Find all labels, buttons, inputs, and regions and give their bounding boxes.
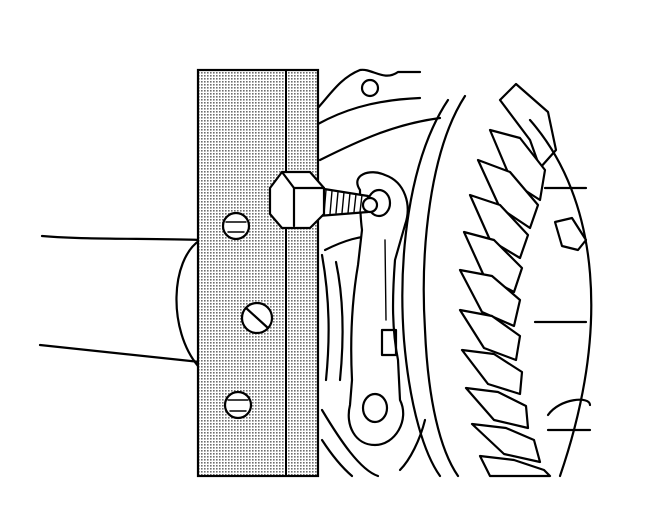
ring-gear: [458, 82, 593, 478]
tool-plate: [196, 68, 320, 478]
plate-plug-top: [221, 211, 251, 241]
plate-plug-bottom: [223, 390, 253, 420]
bearing-cap: [347, 171, 409, 447]
axle-tube: [38, 234, 202, 368]
pinion: [533, 186, 592, 432]
plate-slotted-screw: [240, 301, 274, 335]
hex-bolt: [268, 170, 379, 230]
